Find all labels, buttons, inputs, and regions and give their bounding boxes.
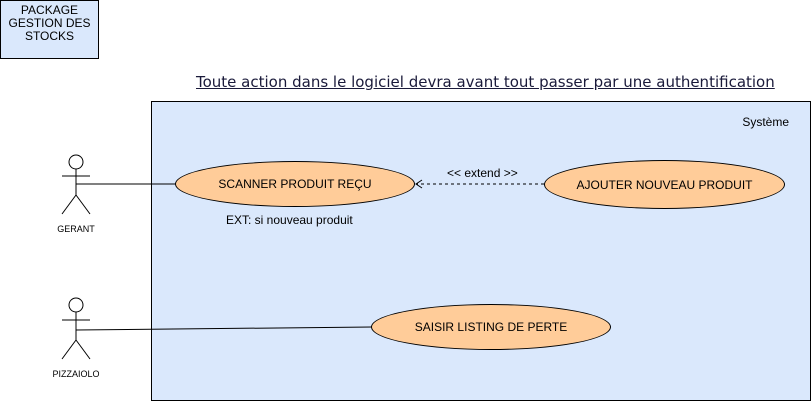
actor-label-gerant: GERANT — [57, 224, 95, 234]
use-case-saisir-listing-de-perte: SAISIR LISTING DE PERTE — [371, 304, 611, 350]
use-case-scanner-produit-recu: SCANNER PRODUIT REÇU — [175, 161, 415, 207]
actor-pizzaiolo-figure — [61, 297, 91, 360]
system-boundary: Système — [151, 101, 811, 401]
authentication-note: Toute action dans le logiciel devra avan… — [196, 73, 775, 91]
system-label: Système — [742, 115, 789, 129]
extend-arrowhead — [415, 179, 423, 189]
actor-label-pizzaiolo: PIZZAIOLO — [52, 369, 100, 379]
extension-point-note: EXT: si nouveau produit — [226, 213, 353, 227]
package-box: PACKAGE GESTION DES STOCKS — [0, 0, 99, 59]
extend-label: << extend >> — [447, 166, 518, 180]
association-pizzaiolo-saisir — [75, 326, 373, 331]
use-case-ajouter-nouveau-produit: AJOUTER NOUVEAU PRODUIT — [544, 160, 785, 209]
actor-gerant-figure — [61, 154, 91, 215]
